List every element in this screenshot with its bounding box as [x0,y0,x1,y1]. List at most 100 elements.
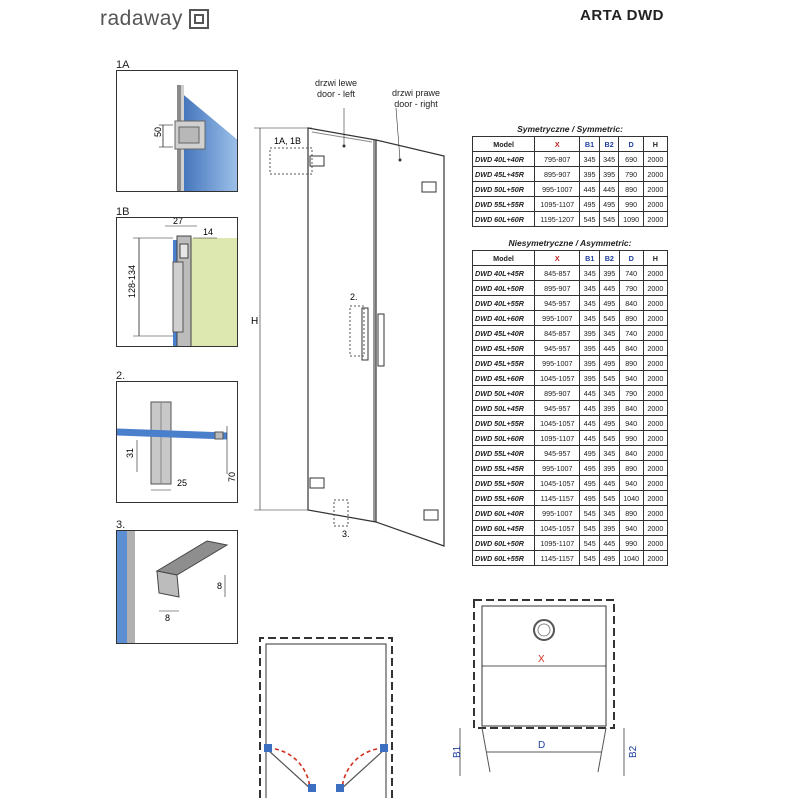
table-cell: DWD 40L+50R [471,280,536,296]
plan-x-label: X [538,654,545,665]
table-cell: 2000 [642,151,669,167]
plan-b1-label: B1 [452,745,463,758]
table-cell: 945-957 [534,340,581,356]
table-cell: 895-907 [534,166,581,182]
table-cell: 840 [618,445,644,461]
table-cell: 2000 [642,370,669,386]
brand-square-icon [188,9,209,29]
table-cell: 345 [579,310,601,326]
detail-1b-dim-height: 128-134 [127,265,137,298]
table-cell: 2000 [642,211,669,227]
table-cell: 840 [618,295,644,311]
table-cell: 2000 [642,520,669,536]
symmetric-col-h: H [642,136,669,152]
table-cell: 445 [579,415,601,431]
detail-2-drawing: 31 25 70 [117,401,237,491]
detail-1b-dim-14: 14 [203,227,213,237]
table-cell: 545 [599,370,620,386]
table-cell: 795-807 [534,151,581,167]
table-cell: 690 [618,151,644,167]
table-cell: 2000 [642,505,669,521]
table-cell: 345 [579,280,601,296]
table-cell: 545 [599,430,620,446]
table-cell: 495 [579,445,601,461]
table-cell: 1195-1207 [534,211,581,227]
table-cell: DWD 45L+40R [471,325,536,341]
table-cell: 2000 [642,181,669,197]
table-cell: 545 [579,550,601,566]
detail-2-dim-70: 70 [227,472,237,482]
table-cell: 995-1007 [534,355,581,371]
table-cell: 395 [579,325,601,341]
table-cell: 1045-1057 [534,520,581,536]
table-cell: 395 [579,370,601,386]
table-cell: DWD 60L+40R [471,505,536,521]
table-cell: 2000 [642,265,669,281]
table-cell: DWD 50L+60R [471,430,536,446]
table-cell: 545 [579,505,601,521]
table-cell: 395 [599,460,620,476]
table-cell: 495 [599,550,620,566]
symmetric-col-b1: B1 [579,136,600,152]
table-cell: 890 [618,505,644,521]
table-cell: DWD 50L+50R [471,181,536,197]
table-cell: 1045-1057 [534,370,581,386]
table-cell: 790 [618,166,644,182]
table-cell: 495 [599,415,620,431]
plan-d-label: D [538,740,545,751]
height-label: H [251,316,258,327]
table-cell: DWD 45L+45R [471,166,536,182]
table-cell: 2000 [642,550,669,566]
table-cell: DWD 60L+50R [471,535,536,551]
table-cell: DWD 55L+55R [471,196,536,212]
symmetric-caption: Symetryczne / Symmetric: [517,124,623,134]
table-cell: 2000 [642,196,669,212]
asymmetric-col-model: Model [471,250,536,266]
table-cell: DWD 40L+40R [471,151,536,167]
detail-1a-panel: 50 [116,70,238,192]
table-cell: 990 [618,535,644,551]
asymmetric-col-d: D [618,250,644,266]
table-cell: 395 [579,355,601,371]
table-cell: 445 [579,430,601,446]
table-cell: 2000 [642,400,669,416]
table-cell: 890 [618,310,644,326]
detail-1b-label: 1B [116,206,130,218]
table-cell: 995-1007 [534,505,581,521]
table-cell: 995-1007 [534,460,581,476]
shower-dimension-plan: X D B1 B2 [452,599,636,776]
table-cell: 2000 [642,490,669,506]
table-cell: 2000 [642,415,669,431]
table-cell: 495 [579,475,601,491]
table-cell: 345 [598,151,620,167]
table-cell: DWD 45L+60R [471,370,536,386]
table-cell: 895-907 [534,280,581,296]
table-cell: 395 [579,340,601,356]
table-cell: DWD 60L+55R [471,550,536,566]
detail-1b-drawing: 27 14 128-134 [127,218,237,346]
asymmetric-col-h: H [642,250,669,266]
detail-3-dim-height: 8 [217,581,222,591]
table-cell: 1095-1107 [534,535,581,551]
symmetric-col-x: X [534,136,581,152]
table-cell: 2000 [642,430,669,446]
detail-1a-drawing: 50 [153,85,237,191]
table-cell: 2000 [642,295,669,311]
table-cell: 445 [579,181,600,197]
table-cell: 995-1007 [534,310,581,326]
table-cell: 545 [598,211,620,227]
table-cell: 1040 [618,490,644,506]
table-cell: DWD 40L+55R [471,295,536,311]
table-cell: 890 [618,181,644,197]
